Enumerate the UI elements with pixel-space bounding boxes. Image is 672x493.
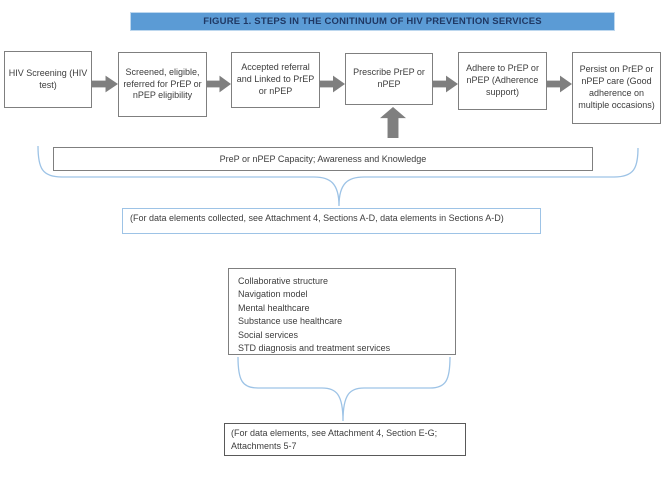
figure-title: FIGURE 1. STEPS IN THE CONITINUUM OF HIV… [130,12,615,31]
note-sections-a-d-text: (For data elements collected, see Attach… [130,213,504,223]
support-services-box: Collaborative structure Navigation model… [228,268,456,355]
right-arrow-icon [207,75,231,93]
list-item: Social services [238,329,299,340]
flow-step-label: Persist on PrEP or nPEP care (Good adher… [578,64,655,110]
list-item: Substance use healthcare [238,316,343,327]
flow-step-accepted-referral: Accepted referral and Linked to PrEP or … [231,52,320,108]
flow-step-hiv-screening: HIV Screening (HIV test) [4,51,92,108]
flow-step-label: Accepted referral and Linked to PrEP or … [236,62,315,96]
right-arrow-icon [320,75,345,93]
flow-step-prescribe: Prescribe PrEP or nPEP [345,53,433,105]
flow-step-screened-eligible: Screened, eligible, referred for PrEP or… [118,52,207,117]
flow-step-label: Screened, eligible, referred for PrEP or… [123,66,202,101]
list-item: Navigation model [238,289,308,300]
bottom-curly-brace-icon [237,356,451,422]
note-sections-e-g: (For data elements, see Attachment 4, Se… [224,423,466,456]
note-sections-e-g-line1: (For data elements, see Attachment 4, Se… [231,428,438,438]
flow-step-adhere: Adhere to PrEP or nPEP (Adherence suppor… [458,52,547,110]
note-sections-a-d: (For data elements collected, see Attach… [122,208,541,234]
up-arrow-icon [380,107,406,138]
note-sections-e-g-line2: Attachments 5-7 [231,441,297,451]
right-arrow-icon [547,75,572,93]
capacity-awareness-box: PreP or nPEP Capacity; Awareness and Kno… [53,147,593,171]
right-arrow-icon [433,75,458,93]
list-item: STD diagnosis and treatment services [238,343,391,354]
flow-step-persist: Persist on PrEP or nPEP care (Good adher… [572,52,661,124]
capacity-awareness-label: PreP or nPEP Capacity; Awareness and Kno… [219,154,427,164]
flow-step-label: Prescribe PrEP or nPEP [353,67,425,89]
list-item: Collaborative structure [238,276,329,286]
list-item: Mental healthcare [238,302,310,313]
right-arrow-icon [92,75,118,93]
flow-step-label: HIV Screening (HIV test) [8,67,88,90]
flow-step-label: Adhere to PrEP or nPEP (Adherence suppor… [466,63,539,97]
